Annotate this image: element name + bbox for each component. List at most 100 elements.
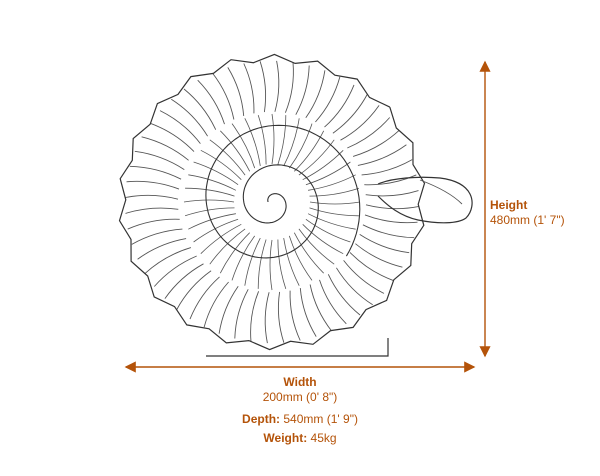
- shell-rib: [243, 63, 255, 114]
- shell-rib: [125, 194, 179, 200]
- shell-inner-rib: [220, 130, 251, 172]
- shell-rib: [362, 224, 415, 239]
- shell-rib: [355, 243, 403, 268]
- shell-rib: [352, 130, 400, 157]
- shell-inner-rib: [309, 207, 359, 217]
- shell-outer-outline: [118, 53, 426, 351]
- shell-inner-rib: [305, 161, 351, 186]
- shell-rib: [259, 61, 267, 113]
- shell-rib: [284, 62, 294, 113]
- shell-inner-rib: [200, 149, 242, 180]
- shell-inner-rib: [283, 238, 300, 286]
- shell-rib: [144, 247, 192, 274]
- shell-inner-rib: [309, 201, 361, 205]
- shell-inner-rib: [257, 239, 267, 289]
- depth-value: 540mm (1' 9"): [283, 412, 358, 426]
- shell-rib: [131, 228, 183, 245]
- shell-rib: [277, 291, 285, 343]
- shell-rib: [183, 88, 217, 130]
- shell-rib: [203, 281, 229, 328]
- shell-inner-rib: [288, 123, 313, 169]
- shell-rib: [153, 255, 197, 287]
- shell-inner-rib: [185, 187, 235, 197]
- shell-inner-rib: [231, 235, 256, 281]
- shell-rib: [137, 238, 187, 260]
- shell-inner-rib: [308, 174, 356, 191]
- shell-rib: [324, 84, 355, 128]
- shell-aperture-lip: [419, 179, 463, 205]
- shell-rib: [218, 285, 239, 334]
- ammonite-shell-illustration: [118, 53, 473, 357]
- shell-rib: [347, 117, 391, 149]
- shell-rib: [250, 291, 260, 342]
- shell-inner-rib: [277, 239, 287, 290]
- shell-rib: [343, 260, 385, 294]
- shell-rib: [212, 72, 235, 120]
- shell-inner-rib: [188, 174, 237, 191]
- shell-inner-rib: [269, 239, 273, 291]
- shell-base: [206, 338, 389, 357]
- width-label: Width: [283, 375, 317, 389]
- shell-rib: [357, 144, 407, 166]
- shell-inner-rib: [309, 187, 360, 197]
- shell-rib: [332, 94, 368, 134]
- shell-rib: [197, 79, 225, 125]
- shell-inner-rib: [294, 130, 325, 172]
- shell-inner-rib: [244, 237, 261, 286]
- shell-inner-rib: [209, 139, 246, 176]
- shell-rib: [274, 60, 280, 112]
- shell-inner-rib: [283, 118, 300, 167]
- shell-rib: [319, 279, 347, 325]
- weight-value: 45kg: [310, 431, 337, 445]
- shell-rib: [365, 190, 419, 197]
- inner-whorl-ribs: [183, 113, 361, 291]
- shell-inner-rib: [302, 224, 344, 255]
- shell-rib: [171, 98, 208, 137]
- shell-aperture: [377, 176, 473, 224]
- weight-annotation: Weight: 45kg: [0, 431, 600, 446]
- shell-inner-rib: [188, 213, 236, 230]
- shell-inner-rib: [271, 113, 275, 165]
- depth-annotation: Depth: 540mm (1' 9"): [0, 412, 600, 427]
- shell-rib: [141, 136, 189, 161]
- shell-inner-rib: [231, 123, 256, 169]
- shell-rib: [364, 214, 418, 224]
- shell-rib: [349, 252, 395, 282]
- shell-inner-rib: [277, 115, 287, 165]
- shell-rib: [299, 288, 317, 337]
- shell-rib: [127, 218, 180, 230]
- shell-rib: [289, 290, 301, 341]
- shell-rib: [309, 284, 332, 332]
- shell-rib: [295, 65, 310, 115]
- shell-inner-rib: [257, 114, 267, 165]
- shell-inner-rib: [298, 228, 335, 265]
- height-value: 480mm (1' 7"): [490, 213, 565, 227]
- shell-inner-rib: [288, 235, 313, 281]
- shell-rib: [126, 180, 180, 190]
- shell-inner-rib: [200, 223, 242, 254]
- shell-rib: [129, 165, 182, 180]
- shell-spiral-curve: [205, 124, 361, 259]
- shell-rib: [305, 70, 326, 119]
- shell-rib: [359, 234, 410, 254]
- shell-rib: [227, 67, 245, 116]
- height-annotation: Height 480mm (1' 7"): [490, 198, 565, 228]
- width-value: 200mm (0' 8"): [262, 390, 338, 404]
- shell-rib: [149, 122, 195, 152]
- depth-label: Depth:: [242, 412, 281, 426]
- width-annotation: Width 200mm (0' 8"): [0, 375, 600, 405]
- outer-whorl-ribs: [125, 60, 419, 344]
- shell-rib: [340, 105, 380, 141]
- shell-rib: [176, 270, 212, 310]
- shell-inner-rib: [209, 228, 246, 265]
- shell-inner-rib: [219, 232, 250, 274]
- shell-inner-rib: [307, 213, 356, 230]
- shell-rib: [361, 159, 413, 176]
- shell-inner-rib: [293, 232, 324, 274]
- shell-rib: [189, 276, 220, 320]
- shell-rib: [234, 289, 249, 339]
- shell-rib: [134, 150, 185, 170]
- shell-inner-rib: [305, 218, 351, 243]
- shell-inner-rib: [298, 139, 335, 176]
- shell-rib: [327, 274, 361, 316]
